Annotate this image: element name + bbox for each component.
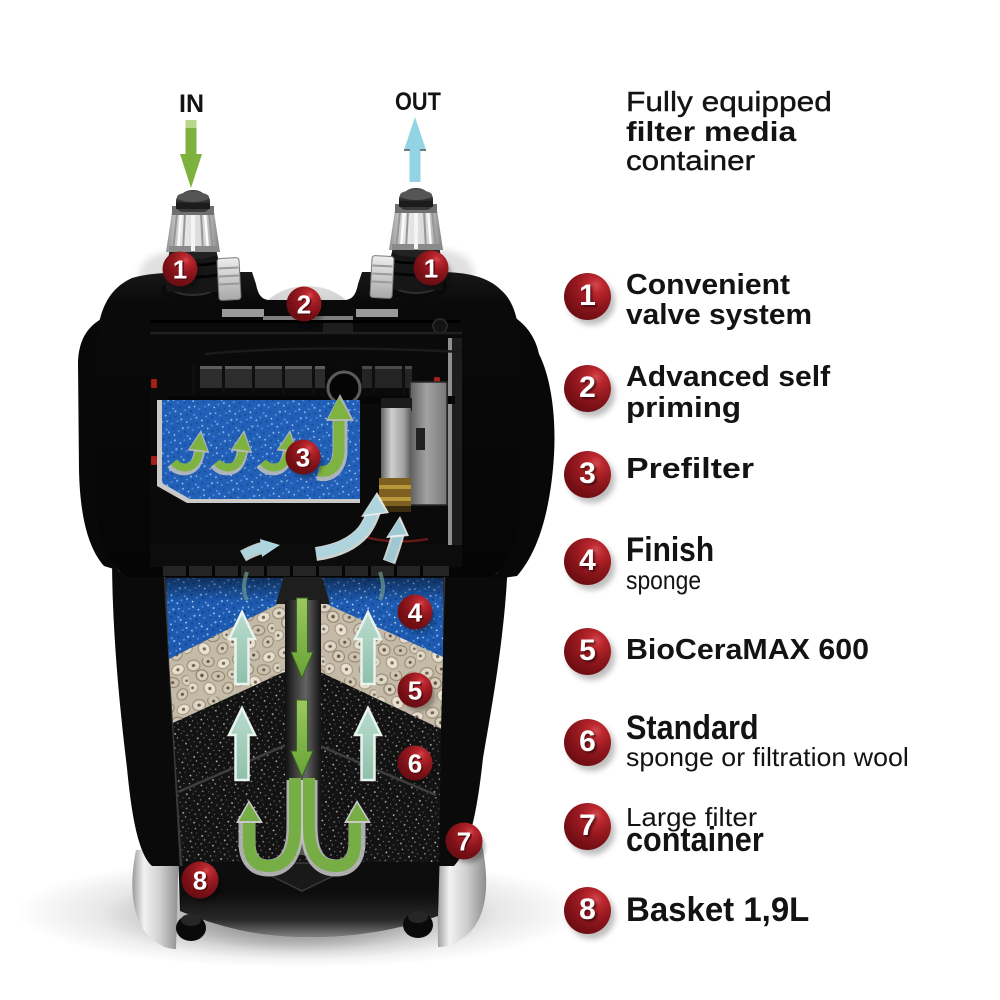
svg-text:1: 1	[424, 254, 438, 284]
svg-text:3: 3	[297, 444, 311, 474]
svg-text:3: 3	[296, 443, 310, 473]
svg-text:6: 6	[409, 750, 423, 780]
svg-text:7: 7	[457, 827, 471, 857]
svg-text:5: 5	[408, 676, 422, 706]
svg-text:1: 1	[174, 256, 188, 286]
svg-text:1: 1	[173, 255, 187, 285]
svg-text:4: 4	[408, 598, 423, 628]
svg-text:8: 8	[194, 867, 208, 897]
svg-text:7: 7	[458, 828, 472, 858]
svg-text:2: 2	[298, 291, 312, 321]
svg-text:4: 4	[409, 599, 424, 629]
svg-text:8: 8	[193, 866, 207, 896]
svg-text:2: 2	[297, 290, 311, 320]
svg-text:5: 5	[409, 677, 423, 707]
svg-text:6: 6	[408, 749, 422, 779]
svg-text:1: 1	[425, 255, 439, 285]
